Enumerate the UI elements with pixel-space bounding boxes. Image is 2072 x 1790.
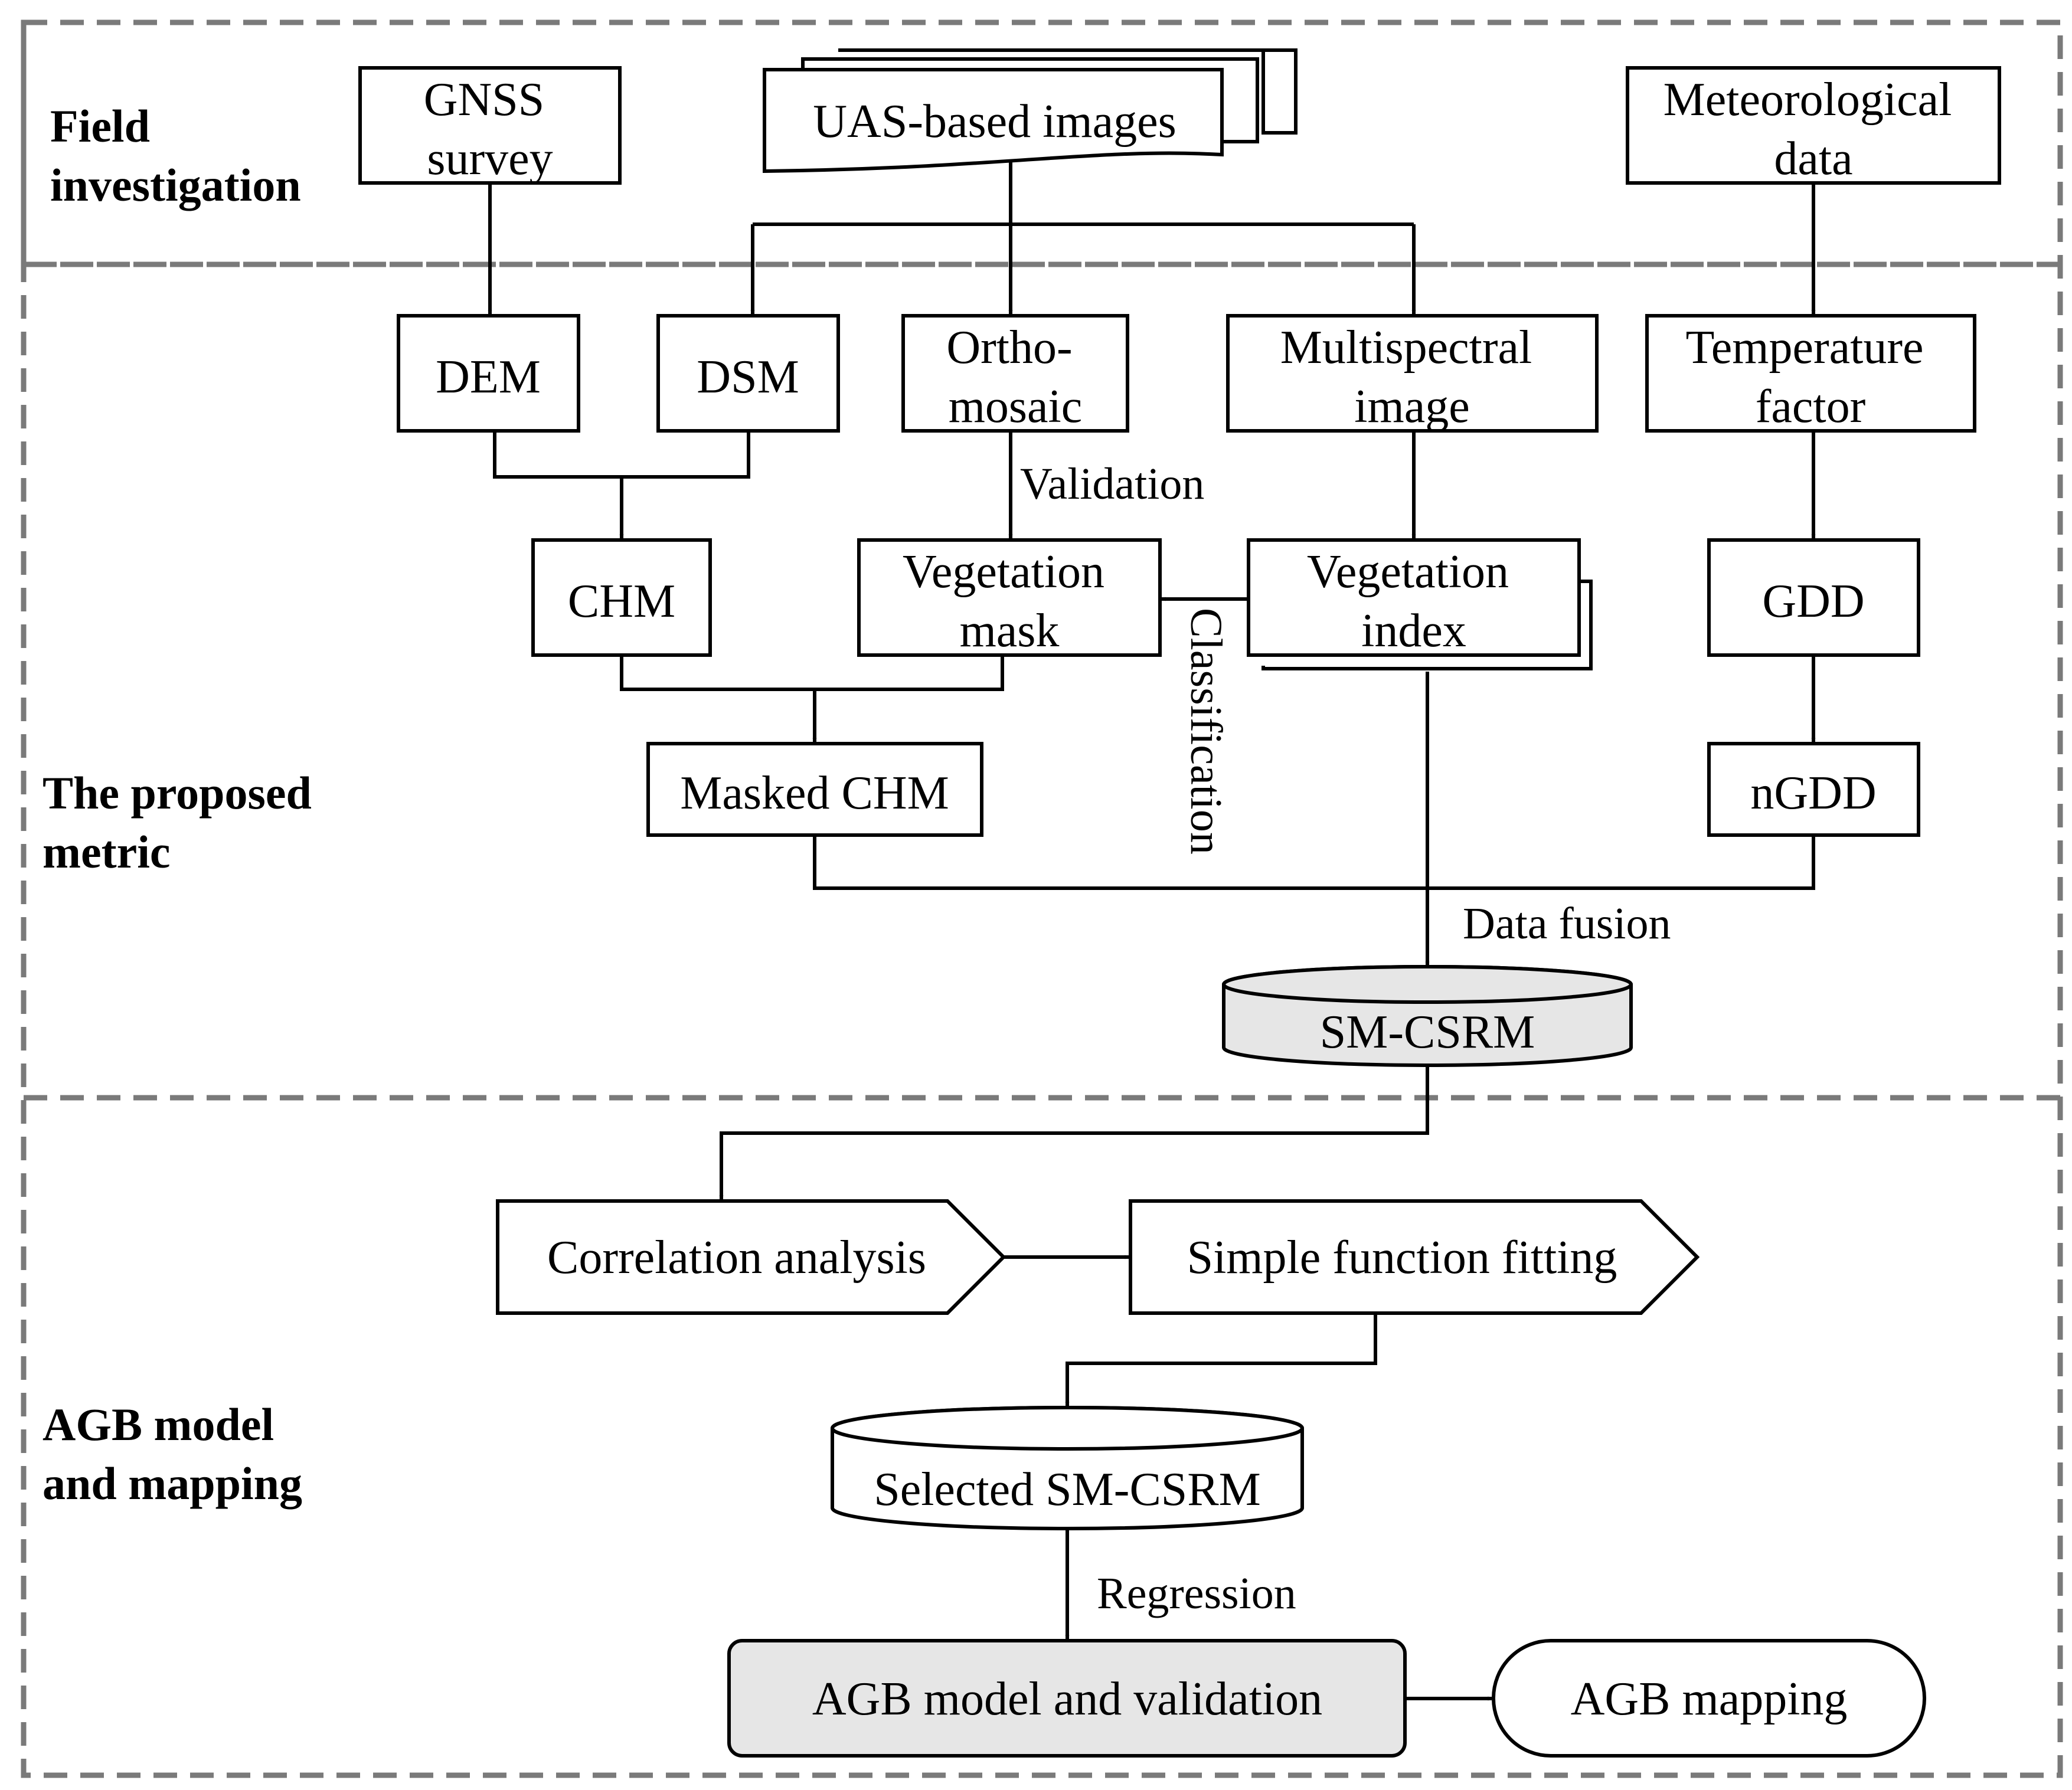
svg-text:DEM: DEM bbox=[436, 351, 541, 403]
node-vegetation-mask: Vegetation mask bbox=[857, 538, 1162, 657]
node-selected-sm-csrm: Selected SM-CSRM bbox=[831, 1406, 1304, 1530]
node-multispectral-image: Multispectral image bbox=[1226, 314, 1599, 433]
node-meteorological-data: Meteorological data bbox=[1626, 66, 2001, 185]
svg-text:UAS-based images: UAS-based images bbox=[813, 96, 1176, 148]
node-dsm: DSM bbox=[656, 314, 840, 433]
node-temperature-factor: Temperature factor bbox=[1645, 314, 1976, 433]
svg-text:GDD: GDD bbox=[1762, 575, 1864, 627]
svg-text:DSM: DSM bbox=[697, 351, 799, 403]
node-sm-csrm: SM-CSRM bbox=[1222, 965, 1633, 1067]
node-ngdd: nGDD bbox=[1707, 742, 1920, 837]
svg-text:GNSS survey: GNSS survey bbox=[424, 74, 557, 185]
section-label-agb: AGB model and mapping bbox=[43, 1399, 302, 1509]
edge-chm-vegmask-masked bbox=[620, 655, 1004, 742]
edge-label-validation: Validation bbox=[1020, 459, 1204, 509]
svg-text:AGB mapping: AGB mapping bbox=[1571, 1673, 1848, 1725]
section-frame-field bbox=[21, 19, 2063, 267]
node-chm: CHM bbox=[531, 538, 712, 657]
section-frame-outer bbox=[21, 19, 2063, 1778]
svg-text:CHM: CHM bbox=[568, 575, 675, 627]
node-agb-model-validation: AGB model and validation bbox=[727, 1639, 1407, 1758]
svg-text:Simple function fitting: Simple function fitting bbox=[1187, 1232, 1617, 1284]
section-label-field: Field investigation bbox=[50, 100, 301, 211]
edge-fusion-bus bbox=[813, 835, 1815, 890]
edge-dem-dsm-chm bbox=[493, 431, 750, 538]
node-simple-function-fitting: Simple function fitting bbox=[1129, 1199, 1700, 1315]
node-vegetation-index: Vegetation index bbox=[1247, 538, 1593, 670]
edge-label-regression: Regression bbox=[1097, 1569, 1296, 1618]
edge-label-classification: Classification bbox=[1181, 608, 1231, 855]
svg-text:Multispectral image: Multispectral image bbox=[1280, 322, 1544, 433]
svg-text:Ortho- mosaic: Ortho- mosaic bbox=[946, 322, 1084, 433]
edge-label-data-fusion: Data fusion bbox=[1463, 899, 1671, 948]
svg-text:SM-CSRM: SM-CSRM bbox=[1320, 1006, 1535, 1058]
node-gnss: GNSS survey bbox=[358, 66, 622, 185]
node-agb-mapping: AGB mapping bbox=[1492, 1639, 1926, 1758]
node-uas-images: UAS-based images bbox=[763, 48, 1298, 174]
node-correlation-analysis: Correlation analysis bbox=[496, 1199, 1006, 1315]
svg-text:Selected SM-CSRM: Selected SM-CSRM bbox=[874, 1464, 1261, 1516]
svg-text:Correlation analysis: Correlation analysis bbox=[547, 1232, 926, 1284]
node-dem: DEM bbox=[397, 314, 580, 433]
svg-text:nGDD: nGDD bbox=[1750, 767, 1876, 819]
svg-text:Masked CHM: Masked CHM bbox=[680, 767, 949, 819]
svg-text:Vegetation mask: Vegetation mask bbox=[903, 546, 1116, 657]
section-label-metric: The proposed metric bbox=[43, 767, 323, 878]
svg-text:Meteorological data: Meteorological data bbox=[1664, 74, 1964, 185]
node-orthomosaic: Ortho- mosaic bbox=[901, 314, 1129, 433]
svg-text:AGB model and validation: AGB model and validation bbox=[812, 1673, 1322, 1725]
node-masked-chm: Masked CHM bbox=[646, 742, 983, 837]
svg-text:Vegetation index: Vegetation index bbox=[1307, 546, 1521, 657]
edge-fitting-selected bbox=[1065, 1313, 1377, 1406]
svg-text:Temperature factor: Temperature factor bbox=[1685, 322, 1935, 433]
node-gdd: GDD bbox=[1707, 538, 1920, 657]
edge-smcsrm-correlation bbox=[719, 1065, 1429, 1200]
